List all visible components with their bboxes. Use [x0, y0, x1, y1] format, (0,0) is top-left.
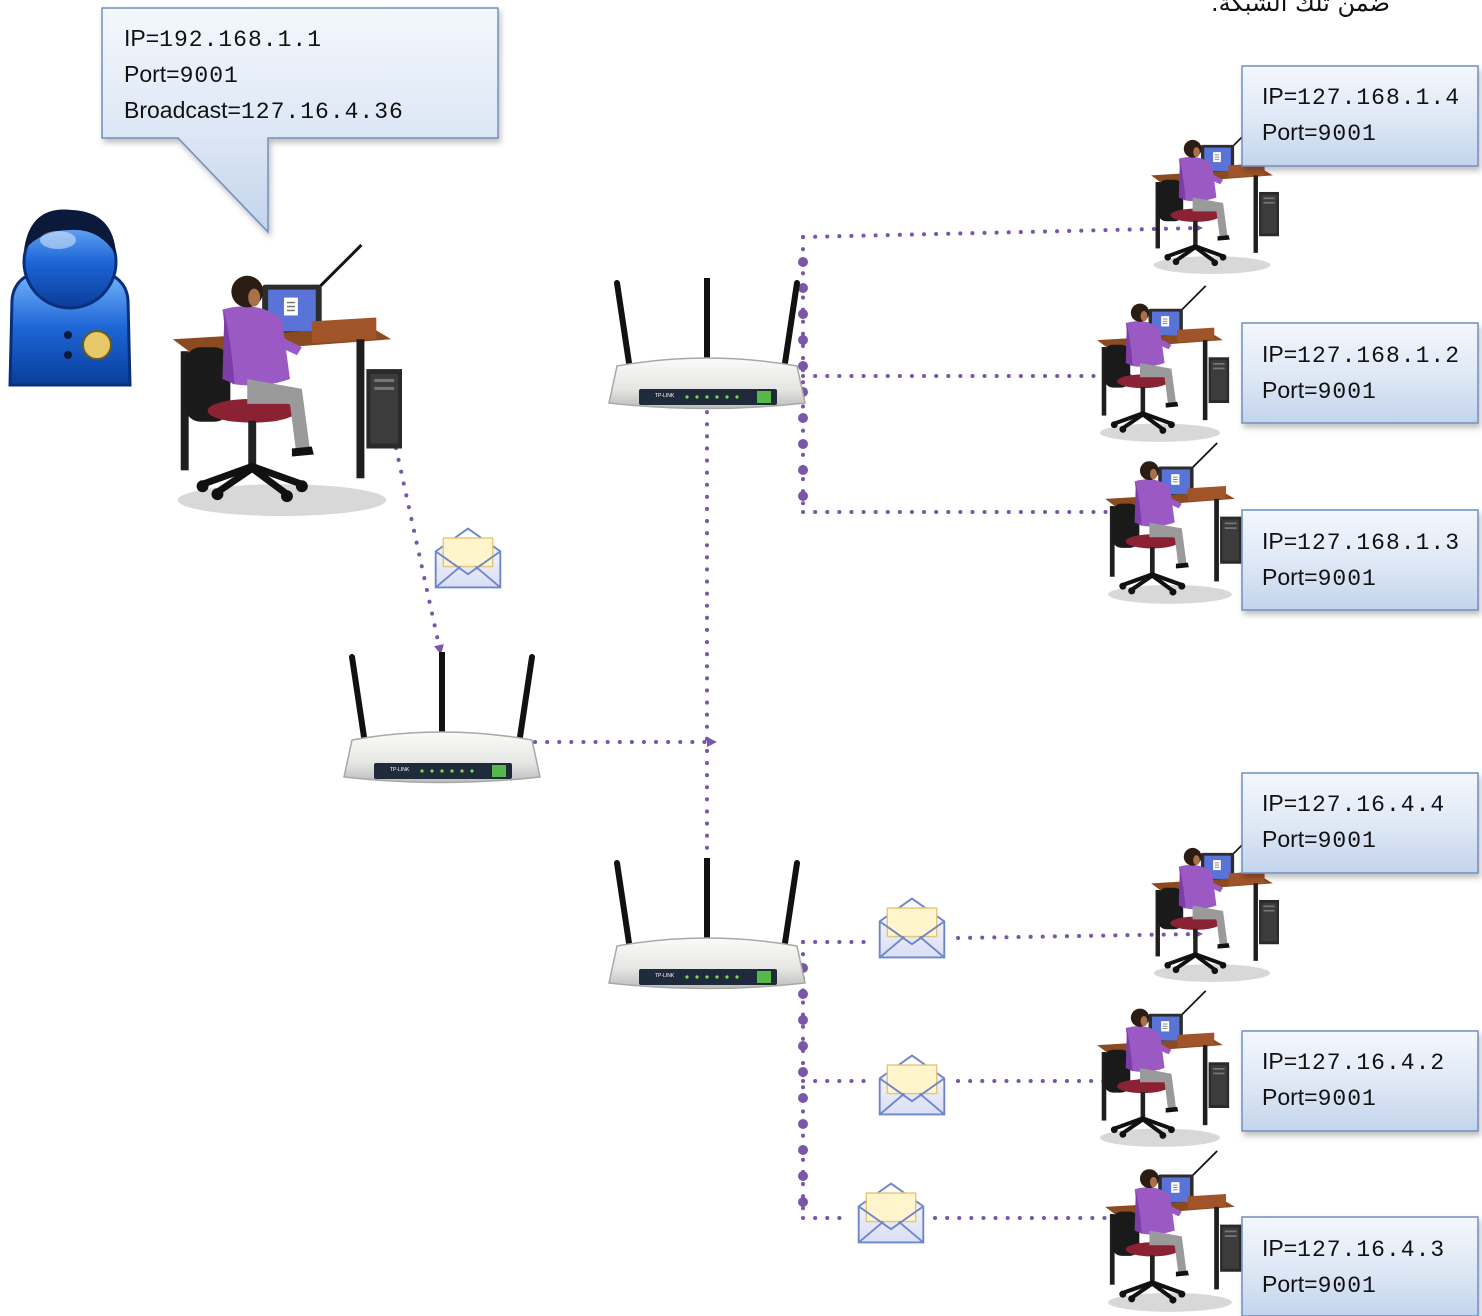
workstation-icon [173, 245, 402, 516]
workstation-icon [1097, 286, 1229, 442]
caption-text: ضمن تلك الشبكة. [1210, 0, 1390, 17]
link-sender-to-router [394, 446, 444, 655]
envelope-icon [878, 897, 946, 959]
host-callouts [1241, 65, 1479, 1316]
workstation-icon [1097, 991, 1229, 1147]
router-icon [344, 652, 540, 783]
sender-broadcast-line: Broadcast=127.16.4.36 [124, 97, 404, 125]
host-info: IP=127.16.4.3 Port=9001 [1262, 1235, 1446, 1299]
host-info: IP=127.168.1.4 Port=9001 [1262, 83, 1460, 147]
link-bottom-host-1b [956, 929, 1203, 940]
admin-avatar-icon [8, 209, 132, 387]
workstation-icon [1105, 1151, 1241, 1312]
envelope-icon [857, 1182, 925, 1244]
router-icon [609, 858, 805, 989]
host-info: IP=127.168.1.3 Port=9001 [1262, 528, 1460, 592]
workstation-icon [1105, 443, 1241, 604]
sender-info: IP=192.168.1.1 Port=9001 Broadcast=127.1… [124, 21, 404, 129]
host-info: IP=127.168.1.2 Port=9001 [1262, 341, 1460, 405]
sender-port-line: Port=9001 [124, 61, 239, 89]
envelope-icon [878, 1054, 946, 1116]
envelope-icon [434, 527, 502, 589]
router-icon [609, 278, 805, 409]
host-info: IP=127.16.4.2 Port=9001 [1262, 1048, 1446, 1112]
link-top-host-1 [801, 223, 1203, 239]
sender-callout [101, 7, 499, 234]
host-info: IP=127.16.4.4 Port=9001 [1262, 790, 1446, 854]
sender-ip-line: IP=192.168.1.1 [124, 25, 322, 53]
